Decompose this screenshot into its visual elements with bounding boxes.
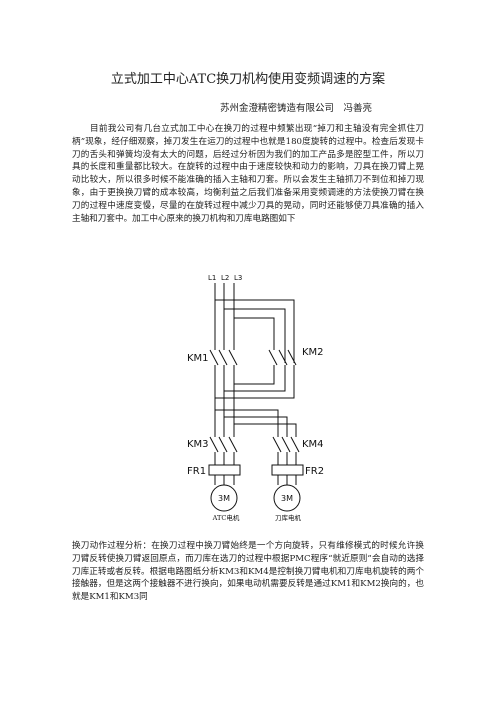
line-label-l3: L3 — [234, 274, 242, 282]
atc-motor-caption: ATC电机 — [212, 513, 240, 522]
fr2-label: FR2 — [305, 466, 324, 477]
magazine-motor-caption: 刀库电机 — [275, 513, 302, 522]
km4-label: KM4 — [302, 439, 324, 450]
km3-label: KM3 — [187, 439, 209, 450]
line-label-l2: L2 — [221, 274, 229, 282]
line-label-l1: L1 — [208, 274, 216, 282]
km2-label: KM2 — [302, 347, 324, 358]
km1-label: KM1 — [187, 353, 209, 364]
document-title: 立式加工中心ATC换刀机构使用变频调速的方案 — [110, 72, 386, 87]
motor-magazine-label: 3M — [281, 494, 293, 503]
fr1-label: FR1 — [187, 466, 206, 477]
analysis-paragraph: 换刀动作过程分析：在换刀过程中换刀臂始终是一个方向旋转，只有维修模式的时候允许换… — [72, 541, 424, 603]
intro-paragraph: 目前我公司有几台立式加工中心在换刀的过程中频繁出现“掉刀和主轴没有完全抓住刀柄”… — [72, 124, 424, 224]
author-byline: 苏州金澄精密铸造有限公司 冯善亮 — [219, 103, 372, 114]
motor-atc-label: 3M — [218, 494, 230, 503]
